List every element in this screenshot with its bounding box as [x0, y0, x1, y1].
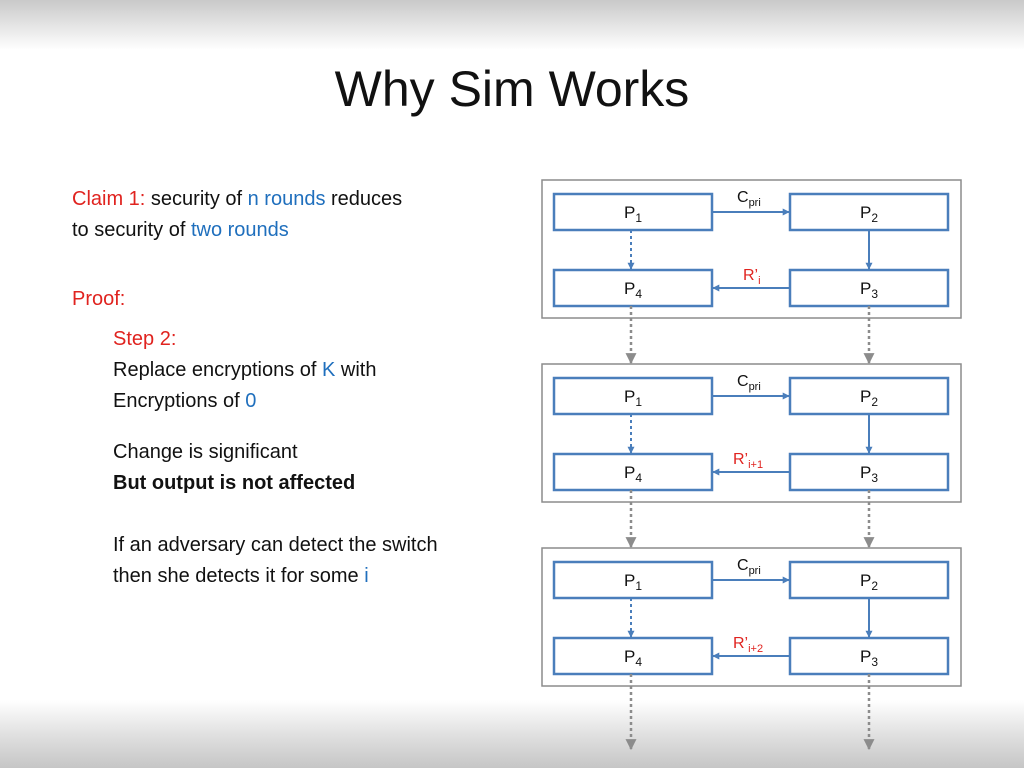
party-p2-label: P2: [860, 571, 878, 593]
with-text: with: [335, 359, 377, 381]
c-pri-label-sub: pri: [749, 197, 761, 209]
slide-title: Why Sim Works: [334, 61, 690, 117]
r-prime-label-sub: i+1: [748, 459, 763, 471]
party-p1-label-base: P: [624, 571, 635, 590]
party-p2-label: P2: [860, 203, 878, 225]
r-prime-label: R’i+1: [733, 451, 763, 471]
i-symbol: i: [364, 565, 369, 587]
party-p2-label-sub: 2: [871, 211, 878, 225]
party-p4-box: [552, 636, 714, 676]
party-p4-label-base: P: [624, 463, 635, 482]
party-p4-box: [552, 268, 714, 308]
party-p2-label-sub: 2: [871, 579, 878, 593]
left-text-column: Claim 1: security of n rounds reduces to…: [72, 184, 512, 592]
party-p1-label: P1: [624, 203, 642, 225]
party-p4-label-sub: 4: [635, 655, 642, 669]
change-text: Change is significant: [113, 441, 298, 463]
party-p4-label-sub: 4: [635, 287, 642, 301]
c-pri-label: Cpri: [737, 373, 761, 393]
party-p4-label-base: P: [624, 647, 635, 666]
c-pri-label-base: C: [737, 189, 749, 206]
r-prime-label-base: R’: [733, 451, 748, 468]
bottom-gradient-band: [0, 700, 1024, 768]
r-prime-label: R’i+2: [733, 635, 763, 655]
party-p3-label: P3: [860, 463, 878, 485]
proof-label: Proof:: [72, 288, 126, 310]
party-p4-label-sub: 4: [635, 471, 642, 485]
party-p2-box: [788, 376, 950, 416]
output-unaffected-text: But output is not affected: [113, 472, 356, 494]
party-p4-label: P4: [624, 463, 642, 485]
claim-line2-text: to security of: [72, 219, 191, 241]
party-p1-label-base: P: [624, 203, 635, 222]
replace-text: Replace encryptions of: [113, 359, 323, 381]
party-p3-label: P3: [860, 279, 878, 301]
c-pri-label: Cpri: [737, 189, 761, 209]
step-label: Step 2:: [113, 328, 177, 350]
encryptions-of-text: Encryptions of: [113, 390, 246, 412]
claim-text-2: reduces: [325, 188, 403, 210]
c-pri-label: Cpri: [737, 557, 761, 577]
r-prime-label-sub: i: [758, 275, 760, 287]
c-pri-label-sub: pri: [749, 381, 761, 393]
party-p2-label-base: P: [860, 571, 871, 590]
top-gradient-band: [0, 0, 1024, 50]
party-p3-label-base: P: [860, 279, 871, 298]
party-p2-label-base: P: [860, 387, 871, 406]
two-rounds-text: two rounds: [190, 219, 289, 241]
zero-symbol: 0: [245, 390, 257, 412]
party-p1-label-sub: 1: [635, 579, 642, 593]
claim-label: Claim 1:: [72, 188, 146, 210]
party-p1-box: [552, 560, 714, 600]
k-symbol: K: [322, 359, 336, 381]
party-p2-box: [788, 192, 950, 232]
claim-block: Claim 1: security of n rounds reduces to…: [72, 184, 512, 246]
party-p4-label: P4: [624, 279, 642, 301]
c-pri-label-sub: pri: [749, 565, 761, 577]
party-p2-label: P2: [860, 387, 878, 409]
c-pri-label-base: C: [737, 373, 749, 390]
party-p1-label-sub: 1: [635, 395, 642, 409]
adversary-line-2: then she detects it for some: [113, 565, 365, 587]
claim-text-1: security of: [145, 188, 248, 210]
party-p1-box: [552, 376, 714, 416]
adversary-line-1: If an adversary can detect the switch: [113, 534, 438, 556]
r-prime-label-sub: i+2: [748, 643, 763, 655]
party-p2-label-sub: 2: [871, 395, 878, 409]
party-p1-label: P1: [624, 571, 642, 593]
party-p3-label-base: P: [860, 463, 871, 482]
party-p4-label-base: P: [624, 279, 635, 298]
party-p3-label-sub: 3: [871, 471, 878, 485]
party-p1-box: [552, 192, 714, 232]
party-p4-label: P4: [624, 647, 642, 669]
party-p2-label-base: P: [860, 203, 871, 222]
party-p3-label-sub: 3: [871, 655, 878, 669]
party-p1-label: P1: [624, 387, 642, 409]
r-prime-label: R’i: [743, 267, 761, 287]
r-prime-label-base: R’: [743, 267, 758, 284]
r-prime-label-base: R’: [733, 635, 748, 652]
party-p3-label: P3: [860, 647, 878, 669]
c-pri-label-base: C: [737, 557, 749, 574]
party-p1-label-sub: 1: [635, 211, 642, 225]
party-p3-label-sub: 3: [871, 287, 878, 301]
party-p1-label-base: P: [624, 387, 635, 406]
party-p4-box: [552, 452, 714, 492]
party-p3-label-base: P: [860, 647, 871, 666]
step-block: Step 2: Replace encryptions of K with En…: [113, 324, 512, 592]
n-rounds-text: n rounds: [247, 188, 326, 210]
